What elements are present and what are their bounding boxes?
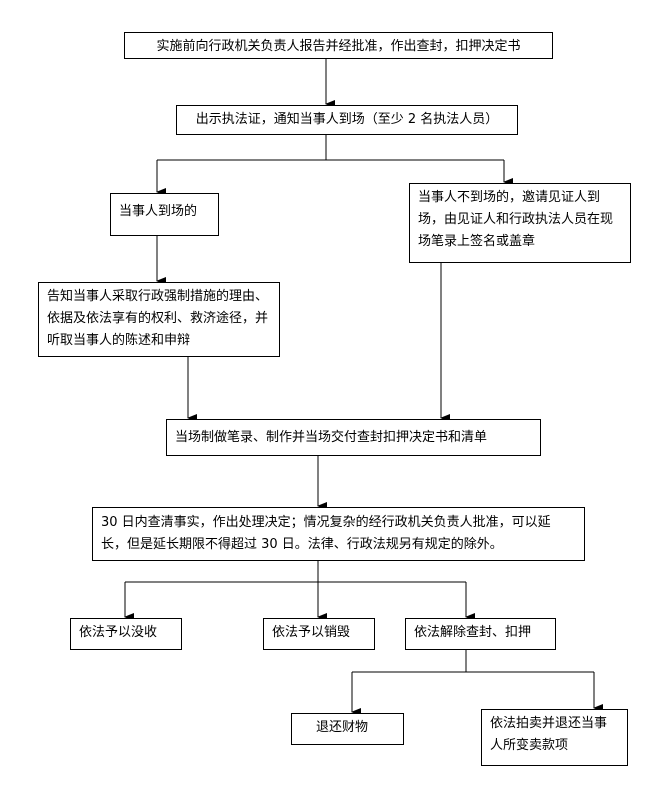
step-show-certificate: 出示执法证，通知当事人到场（至少 2 名执法人员） (176, 105, 518, 135)
step-party-present: 当事人到场的 (110, 193, 219, 236)
outcome-release: 依法解除查封、扣押 (405, 618, 556, 650)
step-inform-party: 告知当事人采取行政强制措施的理由、依据及依法享有的权利、救济途径，并听取当事人的… (38, 282, 280, 357)
outcome-auction-return: 依法拍卖并退还当事人所变卖款项 (481, 709, 628, 766)
step-investigation: 30 日内查清事实，作出处理决定；情况复杂的经行政机关负责人批准，可以延长，但是… (92, 507, 585, 561)
step-party-absent: 当事人不到场的，邀请见证人到场，由见证人和行政执法人员在现场笔录上签名或盖章 (409, 183, 631, 263)
outcome-destroy: 依法予以销毁 (263, 618, 375, 650)
step-report-approval: 实施前向行政机关负责人报告并经批准，作出查封，扣押决定书 (124, 32, 553, 59)
step-onsite-record: 当场制做笔录、制作并当场交付查封扣押决定书和清单 (166, 419, 541, 456)
outcome-return-property: 退还财物 (291, 713, 404, 745)
outcome-confiscate: 依法予以没收 (70, 618, 182, 650)
